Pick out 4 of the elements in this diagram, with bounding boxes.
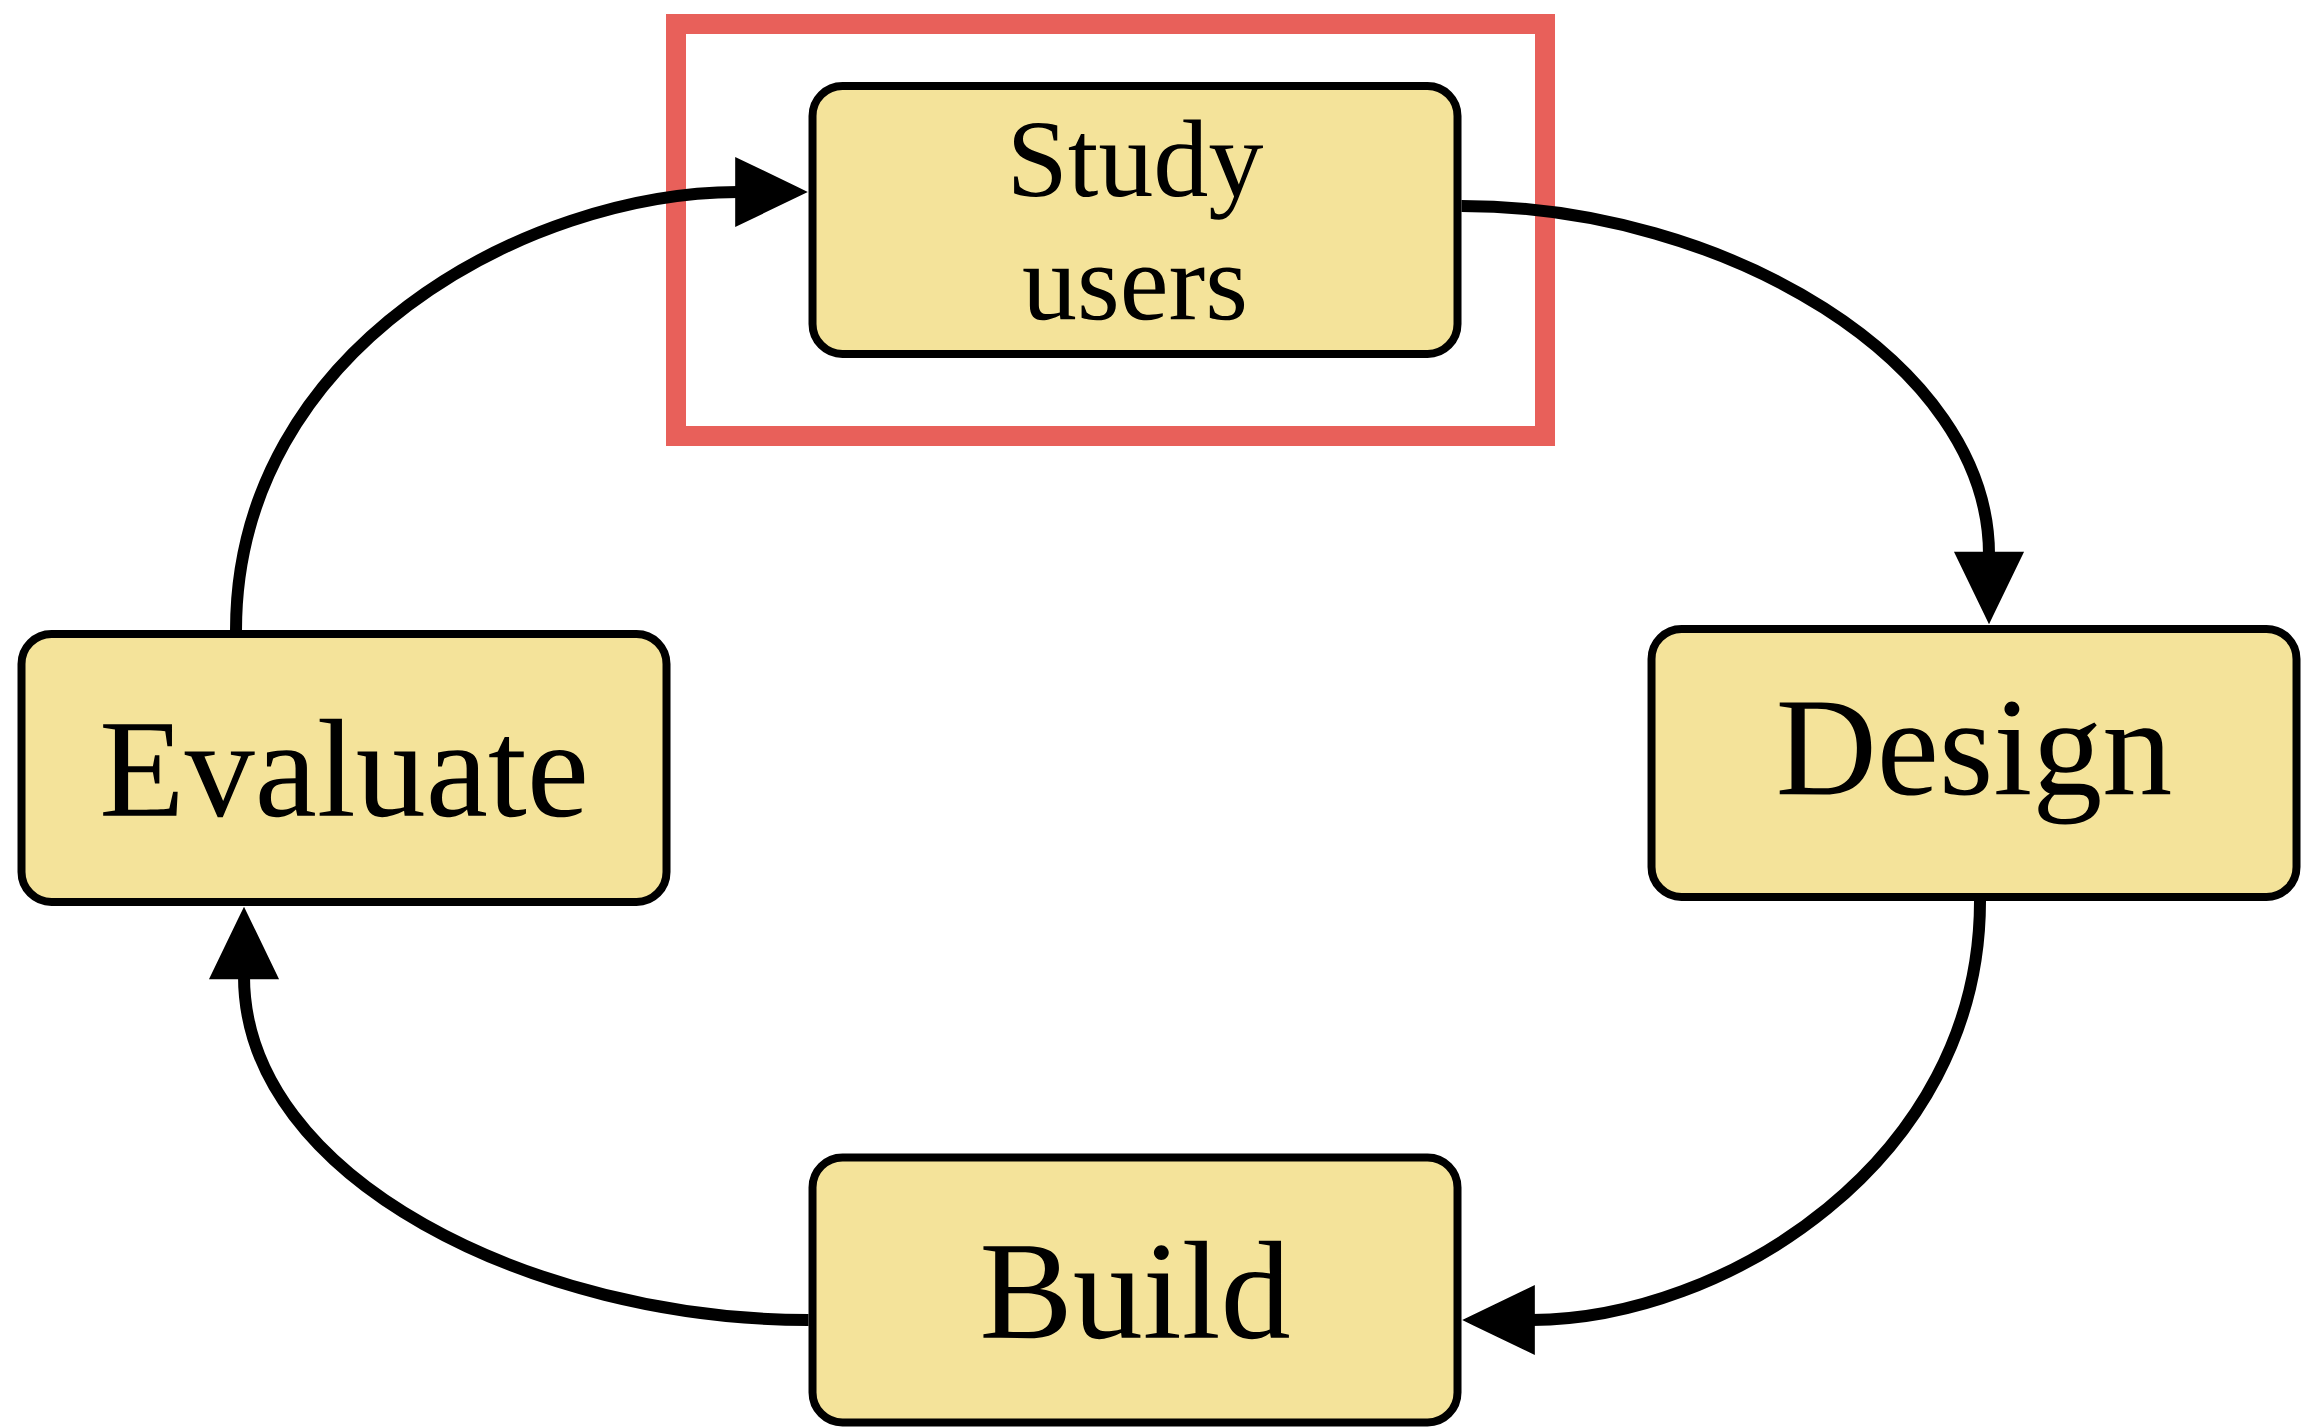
process-box: Design — [1647, 625, 2301, 901]
process-box: Evaluate — [17, 630, 671, 906]
process-box: Build — [808, 1153, 1462, 1427]
process-box: Study users — [808, 82, 1462, 358]
